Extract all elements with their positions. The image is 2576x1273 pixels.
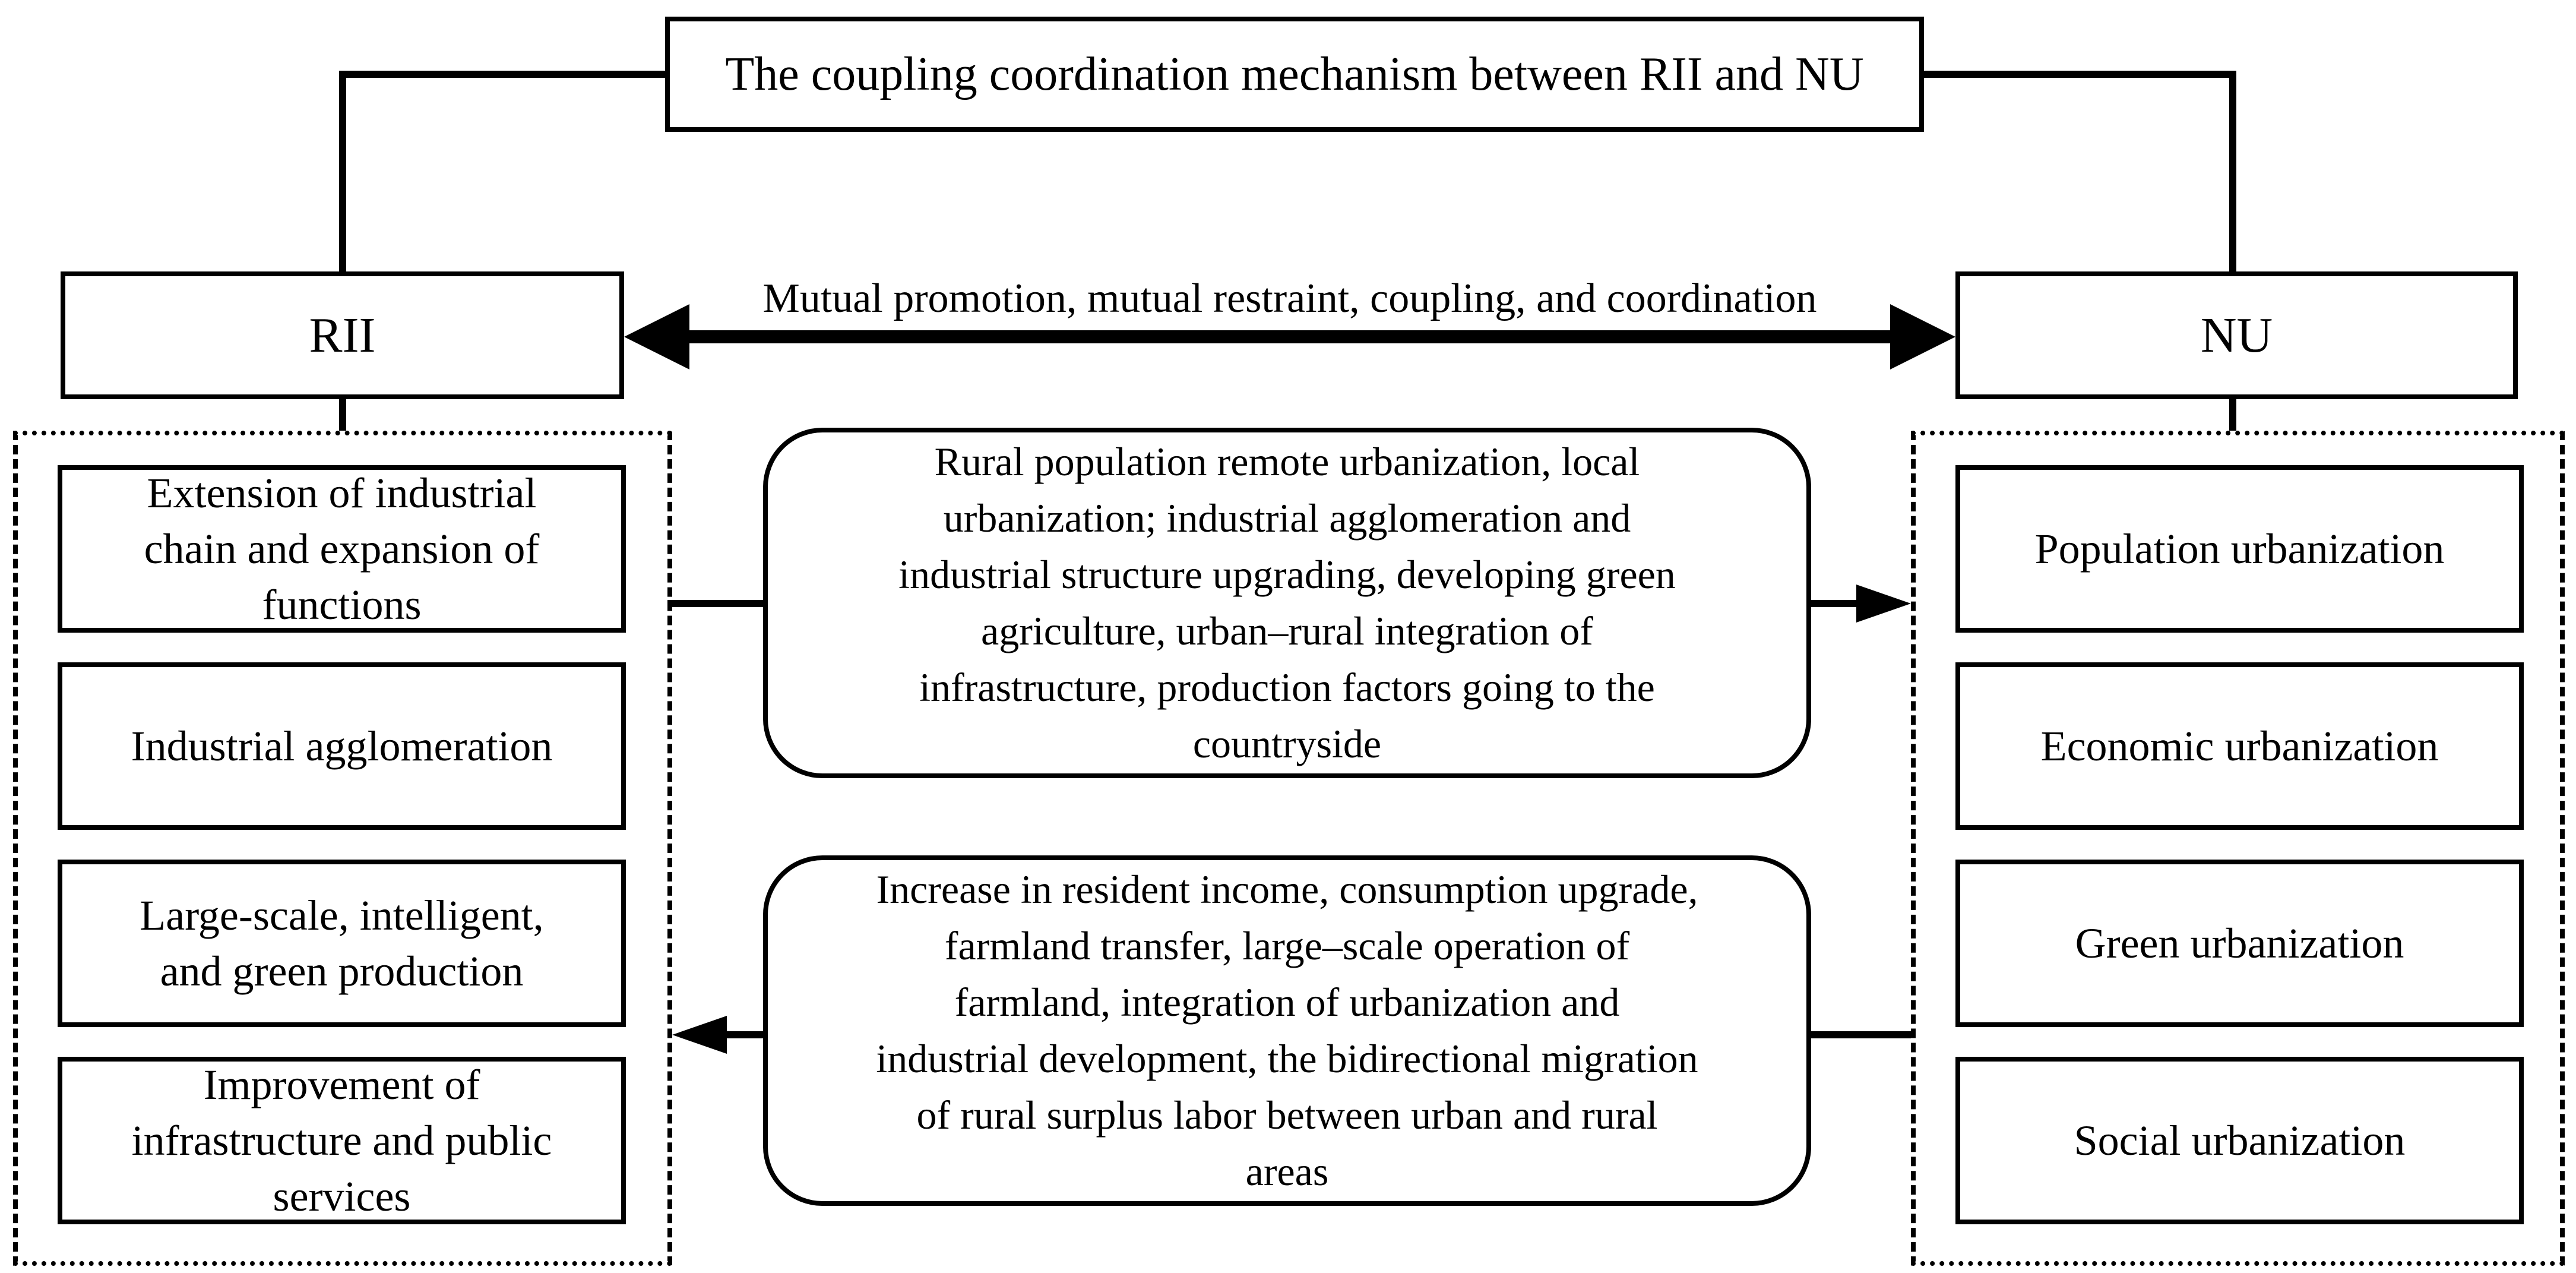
topflow-arrowhead-right-icon [1856,585,1911,623]
nu-item-green-urbanization: Green urbanization [1955,860,2524,1027]
nu-item-population-urbanization: Population urbanization [1955,465,2524,633]
nu-group-container: Population urbanization Economic urbaniz… [1911,431,2565,1266]
nu-box: NU [1955,271,2518,399]
flow-nu-to-rii-box: Increase in resident income, consumption… [763,855,1811,1206]
coupling-arrow-shaft [683,330,1896,343]
rii-label: RII [309,308,376,363]
connector-title-to-nu-horizontal [1924,71,2236,78]
nu-item-economic-urbanization: Economic urbanization [1955,662,2524,830]
rii-item-green-production: Large-scale, intelligent, and green prod… [58,860,626,1027]
rii-item-label: Industrial agglomeration [131,722,553,770]
flow-rii-to-nu-box: Rural population remote urbanization, lo… [763,428,1811,778]
nu-item-label: Green urbanization [2075,920,2404,967]
connector-rii-to-group [339,399,346,431]
flow-nu-to-rii-text: Increase in resident income, consumption… [876,867,1698,1194]
rii-item-industrial-chain: Extension of industrial chain and expans… [58,465,626,633]
connector-title-to-rii-horizontal [343,71,665,78]
connector-title-to-nu-vertical [2229,71,2236,271]
connector-title-to-rii-vertical [339,71,346,271]
rii-item-label: Extension of industrial chain and expans… [144,469,540,628]
connector-bottomflow-to-group [723,1031,765,1038]
connector-group-to-topflow [667,600,765,607]
connector-group-to-bottomflow [1811,1031,1911,1038]
rii-item-label: Improvement of infrastructure and public… [131,1061,552,1220]
rii-group-container: Extension of industrial chain and expans… [13,431,672,1266]
rii-box: RII [61,271,624,399]
rii-item-industrial-agglomeration: Industrial agglomeration [58,662,626,830]
connector-nu-to-group [2229,399,2236,431]
nu-item-label: Population urbanization [2034,525,2445,573]
coupling-arrowhead-left-icon [624,304,689,369]
nu-item-label: Economic urbanization [2040,722,2439,770]
nu-item-social-urbanization: Social urbanization [1955,1057,2524,1224]
connector-topflow-to-group [1811,600,1862,607]
coupling-arrowhead-right-icon [1890,304,1955,369]
bottomflow-arrowhead-left-icon [672,1016,727,1054]
rii-item-infrastructure-services: Improvement of infrastructure and public… [58,1057,626,1224]
nu-item-label: Social urbanization [2074,1117,2406,1164]
diagram-title: The coupling coordination mechanism betw… [725,48,1864,100]
title-box: The coupling coordination mechanism betw… [665,17,1924,132]
nu-label: NU [2200,308,2273,363]
flow-rii-to-nu-text: Rural population remote urbanization, lo… [898,439,1676,766]
rii-item-label: Large-scale, intelligent, and green prod… [140,892,544,995]
coupling-arrow-label: Mutual promotion, mutual restraint, coup… [762,276,1817,321]
